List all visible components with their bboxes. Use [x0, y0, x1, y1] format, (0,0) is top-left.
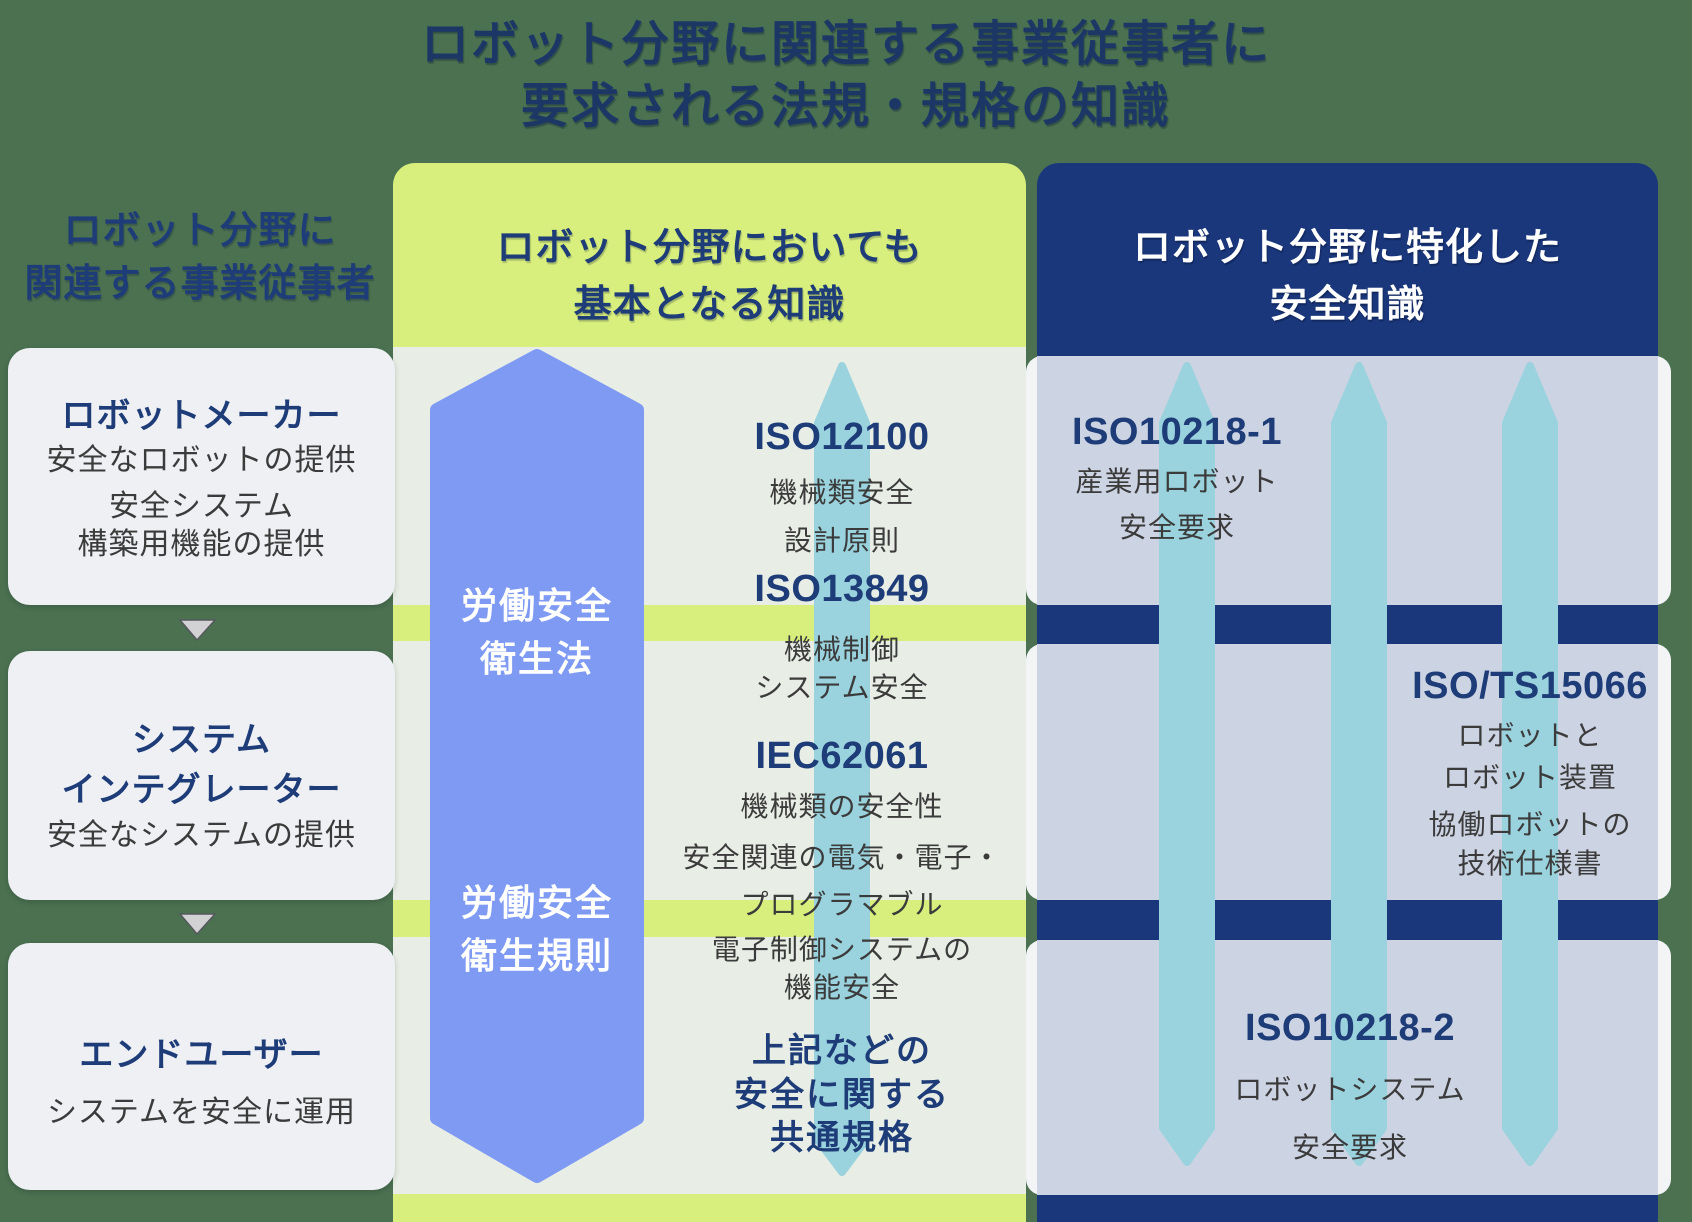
triangle-down-icon-1: [178, 619, 217, 642]
end-user-title: エンドユーザー: [79, 1036, 324, 1074]
iso13849-code: ISO13849: [754, 568, 930, 610]
page-title-line1: ロボット分野に関連する事業従事者に: [420, 18, 1271, 71]
iec62061-desc1: 機械類の安全性: [740, 791, 944, 822]
specific-standards-arrow-1: [1159, 362, 1215, 1166]
labour-law2-line2: 衛生規則: [460, 935, 613, 976]
iso-ts15066-desc2: ロボット装置: [1442, 762, 1617, 793]
robot-maker-body2: 安全システム: [108, 490, 295, 523]
iso10218-1-desc1: 産業用ロボット: [1075, 466, 1279, 497]
iso-ts15066-desc3: 協働ロボットの: [1428, 809, 1632, 840]
robot-maker-body1: 安全なロボットの提供: [46, 444, 357, 477]
iso-ts15066-desc1: ロボットと: [1457, 720, 1603, 751]
common-standards-line1: 上記などの: [752, 1032, 932, 1070]
system-integrator-body1: 安全なシステムの提供: [46, 819, 357, 852]
labour-law1-line2: 衛生法: [479, 638, 594, 679]
iso10218-2-desc2: 安全要求: [1291, 1132, 1408, 1163]
iso13849-desc1: 機械制御: [783, 634, 900, 665]
left-header-line1: ロボット分野に: [63, 210, 337, 252]
middle-header-line2: 基本となる知識: [573, 284, 846, 326]
page-title: ロボット分野に関連する事業従事者に 要求される法規・規格の知識: [0, 14, 1692, 138]
iec62061-desc2: 安全関連の電気・電子・: [682, 842, 1002, 873]
iso-ts15066-desc4: 技術仕様書: [1457, 848, 1603, 879]
iso10218-1-code: ISO10218-1: [1072, 411, 1282, 453]
system-integrator-title2: インテグレーター: [61, 771, 342, 809]
iso10218-1-desc2: 安全要求: [1118, 512, 1235, 543]
system-integrator-box: [8, 651, 395, 900]
specific-standards-arrow-3: [1502, 362, 1558, 1166]
robot-maker-title: ロボットメーカー: [61, 397, 342, 435]
common-standards-line3: 共通規格: [770, 1119, 914, 1157]
system-integrator-title1: システム: [132, 721, 271, 759]
robot-maker-box: [8, 348, 395, 605]
middle-column-header: ロボット分野においても 基本となる知識: [393, 226, 1026, 327]
left-header-line2: 関連する事業従事者: [24, 263, 376, 305]
left-column-header: ロボット分野に 関連する事業従事者: [0, 209, 400, 306]
iso12100-code: ISO12100: [754, 416, 930, 458]
labour-law2-line1: 労働安全: [460, 882, 613, 923]
iso12100-desc1: 機械類安全: [769, 477, 915, 508]
end-user-body1: システムを安全に運用: [46, 1096, 357, 1129]
triangle-down-icon-2: [178, 913, 217, 936]
right-header-line2: 安全知識: [1269, 284, 1426, 326]
basic-standards-arrow: [814, 362, 870, 1176]
iec62061-desc5: 機能安全: [783, 972, 900, 1003]
iso10218-2-desc1: ロボットシステム: [1234, 1074, 1466, 1105]
specific-standards-arrow-2: [1331, 362, 1387, 1166]
iso10218-2-code: ISO10218-2: [1245, 1007, 1455, 1049]
labour-law1-line1: 労働安全: [460, 585, 613, 626]
right-column-header: ロボット分野に特化した 安全知識: [1037, 226, 1658, 327]
iec62061-desc4: 電子制御システムの: [711, 934, 973, 965]
page-title-line2: 要求される法規・規格の知識: [520, 80, 1171, 133]
right-header-line1: ロボット分野に特化した: [1132, 227, 1562, 269]
iso12100-desc2: 設計原則: [783, 525, 900, 556]
labour-law-arrow: [430, 349, 644, 1183]
robot-maker-body3: 構築用機能の提供: [77, 528, 326, 561]
iec62061-desc3: プログラマブル: [740, 889, 944, 920]
iso-ts15066-code: ISO/TS15066: [1412, 665, 1648, 707]
iso13849-desc2: システム安全: [755, 672, 929, 703]
common-standards-line2: 安全に関する: [734, 1076, 950, 1114]
middle-header-line1: ロボット分野においても: [496, 227, 923, 269]
end-user-box: [8, 943, 395, 1190]
iec62061-code: IEC62061: [755, 735, 929, 777]
